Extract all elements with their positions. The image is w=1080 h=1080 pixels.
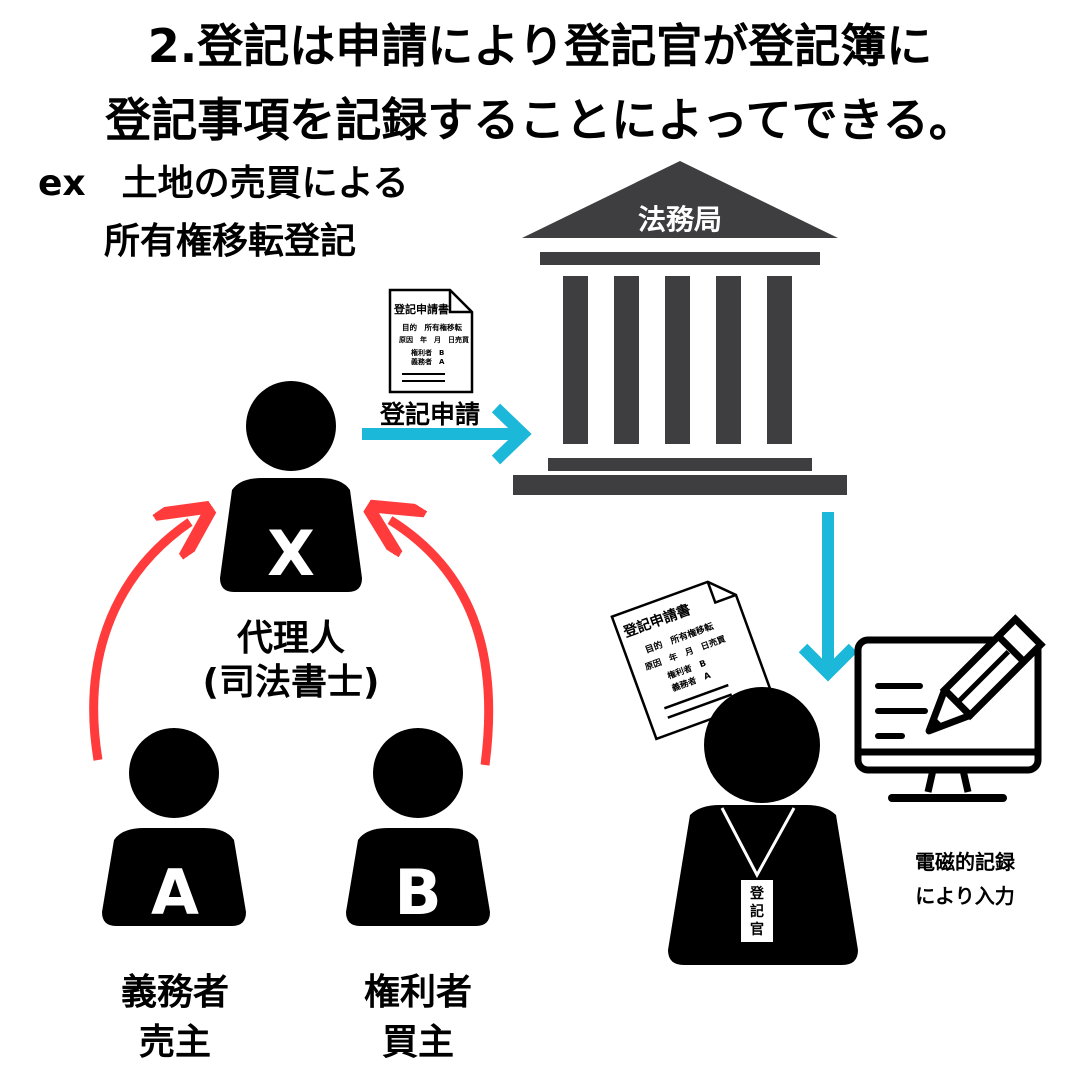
- doc-obligor: 義務者 A: [411, 357, 445, 366]
- person-b-label-line-1: 権利者: [363, 972, 472, 1013]
- computer-note-line-1: 電磁的記録: [915, 850, 1015, 874]
- page-title-line-2: 登記事項を記録することによってできる。: [105, 93, 975, 147]
- computer-pen-icon: [854, 614, 1046, 802]
- application-arrow: [362, 403, 532, 465]
- person-a-letter: A: [151, 856, 199, 929]
- doc-title: 登記申請書: [393, 302, 449, 316]
- registrar-person-icon: [668, 687, 858, 965]
- application-document-icon: 登記申請書 目的 所有権移転 原因 年 月 日売買 権利者 B 義務者 A: [388, 288, 474, 394]
- application-arrow-label: 登記申請: [379, 400, 480, 429]
- doc-purpose: 目的 所有権移転: [402, 322, 462, 332]
- person-b-letter: B: [394, 856, 441, 929]
- red-arrow-b-to-x: [390, 520, 494, 766]
- courthouse-icon: [513, 161, 847, 495]
- person-a-icon: [102, 728, 246, 926]
- computer-note-line-2: により入力: [915, 884, 1015, 908]
- person-a-label-line-1: 義務者: [120, 972, 229, 1013]
- badge-char-2: 記: [750, 903, 764, 920]
- agent-label-line-2: (司法書士): [202, 662, 380, 703]
- down-arrow: [798, 512, 858, 682]
- example-line-1: ex 土地の売買による: [38, 163, 409, 204]
- doc-right-holder: 権利者 B: [411, 348, 444, 357]
- person-b-icon: [346, 728, 490, 926]
- page-title-line-1: 2.登記は申請により登記官が登記簿に: [147, 19, 933, 73]
- person-a-label-line-2: 売主: [138, 1022, 211, 1063]
- badge-char-1: 登: [749, 885, 765, 902]
- agent-person-icon: [220, 381, 362, 592]
- doc-cause: 原因 年 月 日売買: [399, 335, 470, 344]
- office-label: 法務局: [638, 203, 722, 236]
- badge-char-3: 官: [750, 921, 764, 938]
- agent-letter: X: [267, 517, 315, 590]
- example-line-2: 所有権移転登記: [104, 221, 357, 262]
- agent-label-line-1: 代理人: [236, 618, 345, 659]
- red-arrow-a-to-x: [89, 522, 190, 761]
- person-b-label-line-2: 買主: [381, 1022, 454, 1063]
